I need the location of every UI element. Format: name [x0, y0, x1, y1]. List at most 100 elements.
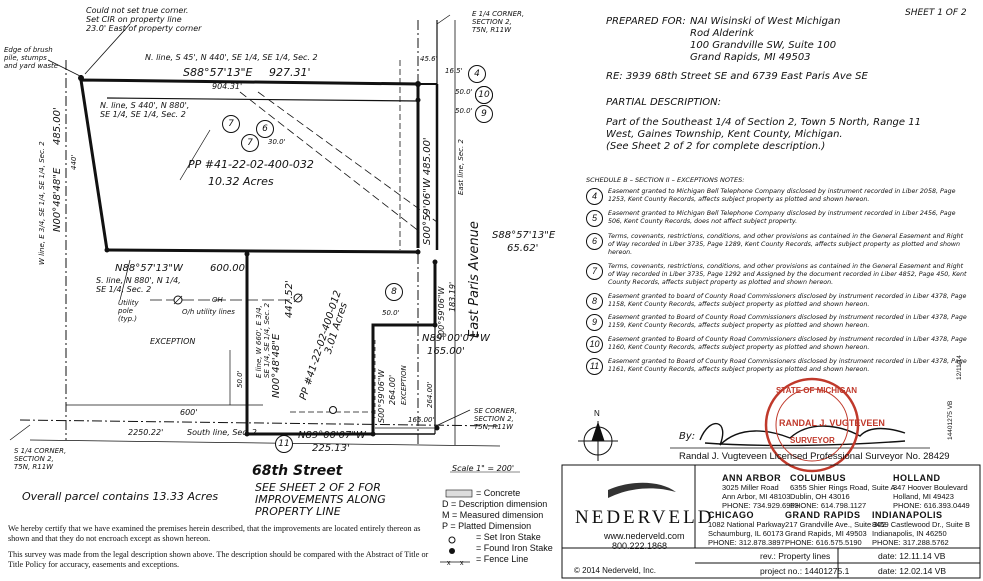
see-sheet-note: SEE SHEET 2 OF 2 FOR IMPROVEMENTS ALONG …	[255, 482, 386, 518]
prepared-for-line: Grand Rapids, MI 49503	[690, 52, 811, 63]
dim-50-vertical-text: 50.0'	[236, 370, 244, 388]
dist-6562: 65.62'	[507, 243, 539, 254]
se-corner-line: SECTION 2,	[474, 415, 514, 423]
office-holland: HOLLAND 347 Hoover Boulevard Holland, MI…	[893, 474, 970, 511]
se-corner-line: T5N, R11W	[474, 423, 514, 431]
scale-label: Scale 1" = 200'	[452, 464, 515, 473]
ne-corner-line: SECTION 2,	[472, 18, 512, 26]
project-date: date: 12.02.14 VB	[878, 566, 947, 576]
n-line-880-line: N. line, S 440', N 880',	[100, 101, 190, 110]
dim-600: 600'	[180, 408, 198, 417]
mid-bearing-text: N00°48'48"E	[271, 333, 282, 398]
dim-440-text: 440'	[70, 154, 78, 170]
brush-note-line: and yard waste	[4, 62, 59, 70]
bearing-bottom: N89°00'07"W	[298, 430, 366, 441]
exception-text: Terms, covenants, restrictions, conditio…	[608, 233, 964, 256]
exception-number: 7	[586, 263, 603, 280]
utility-pole-line: (typ.)	[118, 315, 138, 323]
dim-50-c: 50.0'	[382, 309, 400, 317]
corner-note-line: Set CIR on property line	[86, 15, 182, 24]
surveyor-name: Randal J. Vugteveen Licensed Professiona…	[679, 451, 950, 462]
overall-acres: Overall parcel contains 13.33 Acres	[22, 490, 219, 503]
exception-7-marker: 7	[222, 115, 240, 133]
exception-number: 8	[586, 293, 603, 310]
s-59-264-text: S00°59'06"W	[377, 369, 386, 423]
office-city: COLUMBUS	[790, 473, 846, 483]
brush-note-line: Edge of brush	[4, 46, 53, 54]
ne-corner-line: T5N, R11W	[472, 26, 512, 34]
partial-description-line: (See Sheet 2 of 2 for complete descripti…	[606, 141, 826, 152]
bearing-165: N89°00'07"W	[422, 333, 490, 344]
se-corner-label: SE CORNER, SECTION 2, T5N, R11W	[474, 407, 517, 431]
partial-description-line: Part of the Southeast 1/4 of Section 2, …	[606, 117, 921, 128]
exception-text: Easement granted to board of County Road…	[608, 293, 967, 308]
dist-183: 183.19'	[448, 282, 457, 312]
partial-description: Part of the Southeast 1/4 of Section 2, …	[606, 117, 921, 153]
exception-number: 6	[586, 233, 603, 250]
exception-text: Easement granted to Michigan Bell Teleph…	[608, 188, 956, 203]
south-line-label: South line, Sec. 2	[187, 428, 257, 437]
exception-9-marker: 9	[475, 105, 493, 123]
dim-45-6: 45.6'	[420, 55, 438, 63]
east-paris-avenue-label: East Paris Avenue	[467, 221, 482, 338]
n-line-880-label: N. line, S 440', N 880', SE 1/4, SE 1/4,…	[100, 101, 189, 119]
exception-west-label: EXCEPTION	[150, 337, 196, 346]
office-line: Grand Rapids, MI 49503	[785, 529, 867, 538]
sw-corner-line: SECTION 2,	[14, 455, 54, 463]
sw-corner-line: T5N, R11W	[14, 463, 54, 471]
office-line: 6355 Shier Rings Road, Suite A	[790, 483, 896, 492]
e-line-660-label: E line, W 660', E 3/4, SE 1/4, SE 1/4, S…	[255, 303, 271, 378]
north-label: N	[594, 409, 600, 418]
corner-note: Could not set true corner. Set CIR on pr…	[86, 6, 201, 33]
dist-600: 600.00'	[210, 263, 248, 274]
oh-lines-label: O/h utility lines	[182, 308, 235, 316]
copyright: © 2014 Nederveld, Inc.	[574, 566, 656, 575]
office-grand-rapids: GRAND RAPIDS 217 Grandville Ave., Suite …	[785, 511, 886, 548]
nederveld-logo-icon	[608, 482, 676, 498]
east-bearing: S00°59'06"W 485.00'	[422, 137, 434, 245]
office-columbus: COLUMBUS 6355 Shier Rings Road, Suite A …	[790, 473, 896, 511]
office-line: PHONE: 317.288.5762	[872, 538, 949, 547]
certification: We hereby certify that we have examined …	[8, 524, 428, 570]
exception-east-text: EXCEPTION	[400, 365, 408, 405]
legend-measured: M = Measured dimension	[442, 510, 544, 520]
seal-name: RANDAL J. VUGTEVEEN	[779, 418, 885, 428]
west-bearing: N00°48'48"E	[52, 168, 64, 232]
west-distance-text: 485.00'	[52, 107, 63, 145]
pp-main-label: PP #41-22-02-400-032	[188, 158, 314, 171]
dim-30: 30.0'	[268, 138, 286, 146]
east-paris-text: East Paris Avenue	[467, 221, 482, 338]
n-line-440-label: N. line, S 45', N 440', SE 1/4, SE 1/4, …	[145, 53, 318, 62]
office-line: 3025 Miller Road	[722, 483, 779, 492]
bearing-6562: S88°57'13"E	[492, 230, 556, 241]
top-bearing: S88°57'13"E	[183, 66, 253, 79]
seal-title: SURVEYOR	[790, 436, 835, 445]
svg-text:x: x	[447, 560, 451, 567]
dist-183-text: 183.19'	[448, 281, 457, 312]
office-city: ANN ARBOR	[722, 473, 782, 483]
legend-platted: P = Platted Dimension	[442, 521, 532, 531]
office-line: 8459 Castlewood Dr., Suite B	[872, 520, 970, 529]
n-line-880-line: SE 1/4, SE 1/4, Sec. 2	[100, 110, 186, 119]
exception-number: 10	[586, 336, 603, 353]
top-distance: 927.31'	[269, 66, 311, 79]
company-web[interactable]: www.nederveld.com	[604, 531, 685, 541]
ne-corner-label: E 1/4 CORNER, SECTION 2, T5N, R11W	[472, 10, 524, 34]
legend-description: D = Description dimension	[442, 499, 548, 509]
office-line: PHONE: 734.929.6963	[722, 501, 799, 510]
office-line: PHONE: 616.393.0449	[893, 501, 970, 510]
prepared-for-line: NAI Wisinski of West Michigan	[690, 16, 841, 27]
s-59-264-bearing: S00°59'06"W	[377, 370, 386, 423]
signature-icon	[699, 422, 906, 447]
dist-165: 165.00'	[427, 346, 465, 357]
prepared-for-line: Rod Alderink	[690, 28, 754, 39]
dim-50-vertical: 50.0'	[236, 370, 244, 388]
brush-note-line: pile, stumps	[4, 54, 47, 62]
office-line: Indianapolis, IN 46250	[872, 529, 947, 538]
office-line: PHONE: 312.878.3897	[708, 538, 785, 547]
s-line-line: S. line, N 880', N 1/4,	[96, 276, 181, 285]
legend-set-stake: = Set Iron Stake	[476, 532, 541, 542]
exception-7b-marker: 7	[241, 134, 259, 152]
s-59-183-bearing: S00°59'06"W	[437, 287, 446, 340]
